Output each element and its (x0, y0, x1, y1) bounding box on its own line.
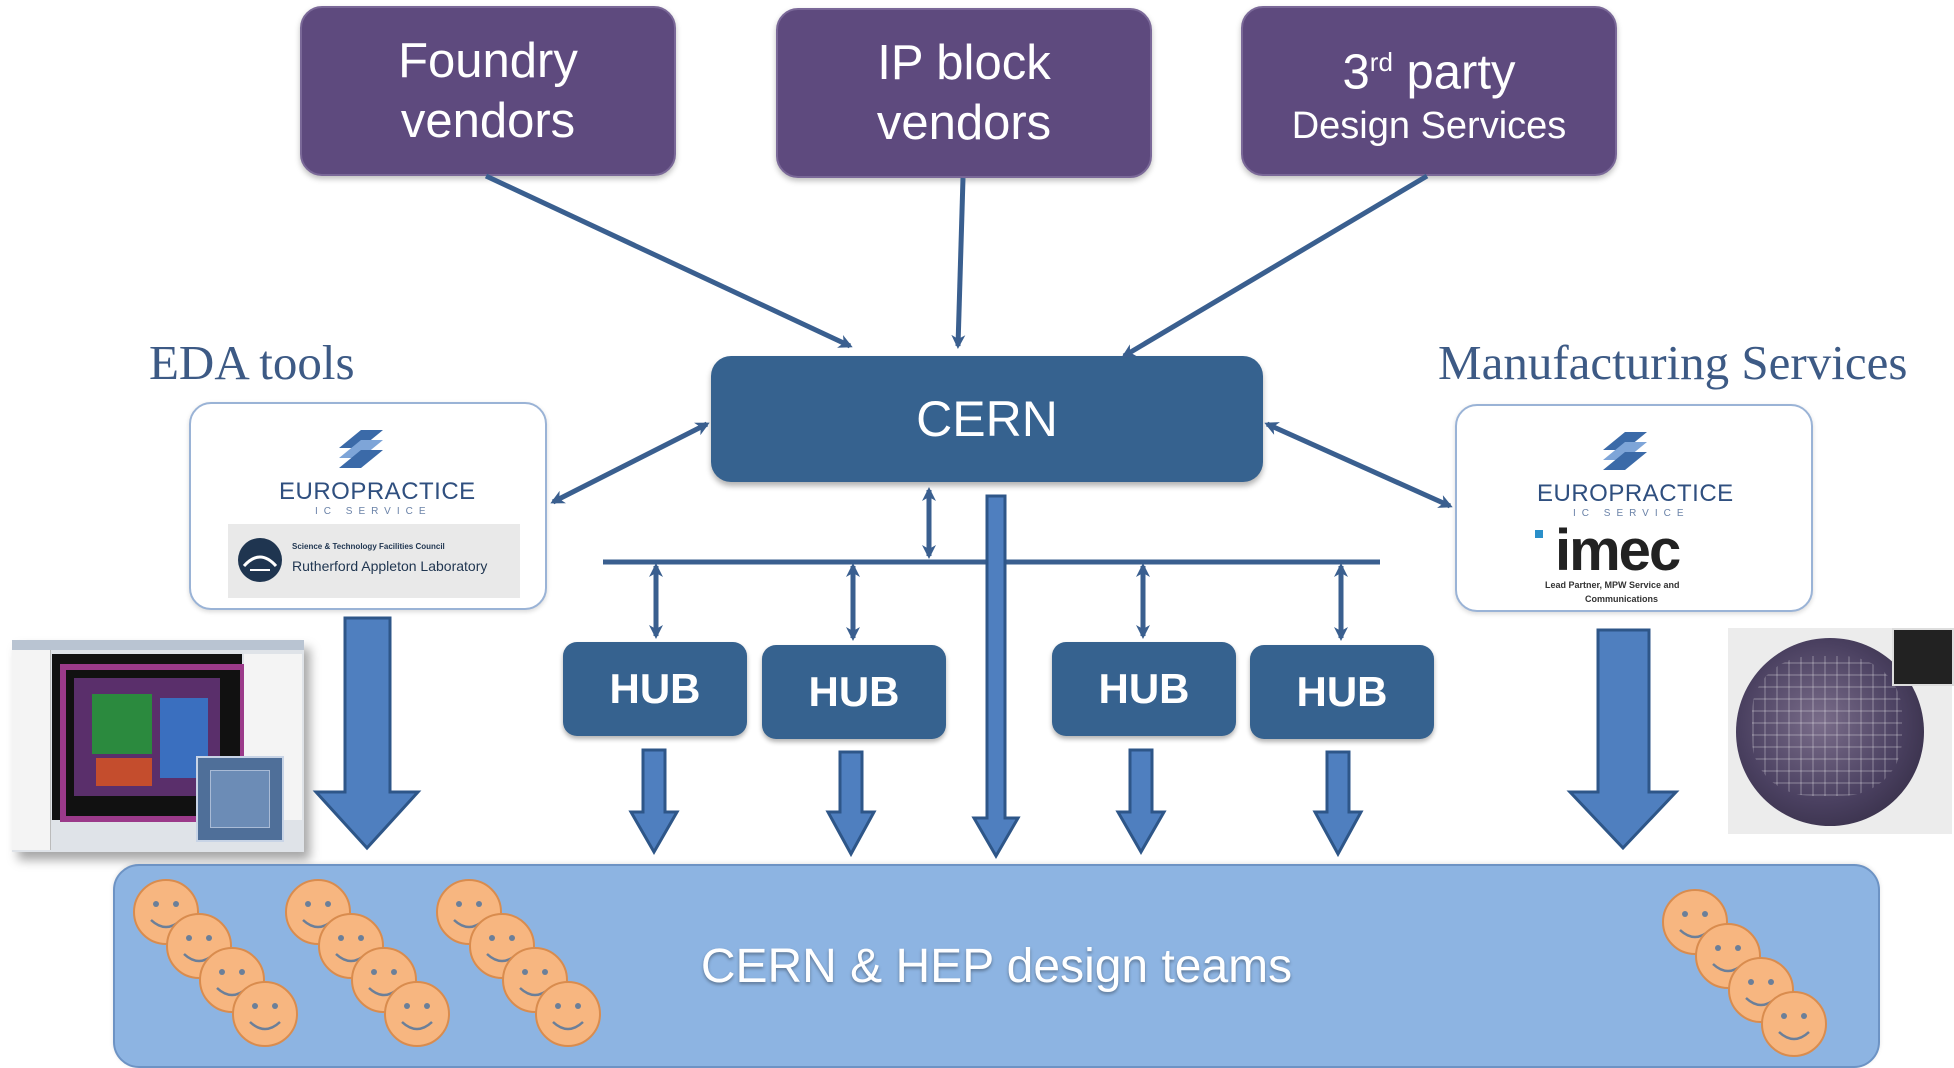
hub-label: HUB (609, 665, 701, 712)
hub-label: HUB (1098, 665, 1190, 712)
imec-sub2: Communications (1585, 594, 1659, 604)
europractice-wordmark: EUROPRACTICE (279, 478, 476, 505)
third-party-num: 3 (1342, 45, 1370, 100)
ral-logo: Science & Technology Facilities Council … (228, 524, 520, 598)
manufacturing-cern-arrow (1264, 421, 1453, 509)
stfc-emblem-icon (238, 538, 282, 582)
manufacturing-down-block-arrow (1566, 628, 1680, 851)
hub-label: HUB (1296, 668, 1388, 715)
face-group-3 (435, 878, 602, 1048)
ip-block-line2: vendors (876, 96, 1052, 150)
eda-tools-logo-box: EUROPRACTICE IC SERVICE Science & Techno… (189, 402, 547, 610)
ral-line2: Rutherford Appleton Laboratory (292, 558, 488, 574)
cern-box: CERN (711, 356, 1263, 482)
wafer-photo (1728, 628, 1954, 834)
hub-label: HUB (808, 668, 900, 715)
cern-label: CERN (916, 391, 1058, 447)
third-party-design-services-box: 3rd party Design Services (1241, 6, 1617, 176)
ip-block-line1: IP block (877, 36, 1051, 90)
foundry-to-cern-arrow (484, 173, 853, 349)
foundry-line2: vendors (400, 94, 576, 148)
hub-box-2: HUB (762, 645, 946, 739)
hub4-down-arrow (1312, 750, 1364, 858)
europractice-subtitle: IC SERVICE (315, 506, 432, 517)
ipblock-to-cern-arrow (951, 177, 966, 349)
hub-box-3: HUB (1052, 642, 1236, 736)
eda-down-block-arrow (312, 616, 422, 851)
hub1-down-arrow (628, 748, 680, 856)
europractice-logo-icon (339, 430, 383, 468)
manufacturing-services-label: Manufacturing Services (1438, 335, 1908, 390)
imec-dot-icon (1535, 530, 1543, 538)
eda-cern-arrow (550, 421, 710, 505)
face-group-1 (132, 878, 299, 1048)
europractice-logo-icon (1603, 432, 1647, 470)
manufacturing-logo-box: EUROPRACTICE IC SERVICE imec Lead Partne… (1455, 404, 1813, 612)
design-teams-label: CERN & HEP design teams (700, 939, 1293, 993)
third-party-line2: Design Services (1291, 105, 1567, 148)
eda-tools-label: EDA tools (149, 335, 355, 390)
imec-sub1: Lead Partner, MPW Service and (1545, 580, 1680, 590)
europractice-wordmark: EUROPRACTICE (1537, 480, 1734, 507)
europractice-subtitle: IC SERVICE (1573, 508, 1690, 519)
foundry-vendors-box: Foundry vendors (300, 6, 676, 176)
hub2-down-arrow (825, 750, 877, 858)
face-group-2 (284, 878, 451, 1048)
imec-wordmark: imec (1555, 518, 1681, 583)
face-group-4 (1661, 888, 1828, 1058)
chip-die-photo (196, 756, 284, 842)
third-party-line1: 3rd party (1343, 32, 1516, 102)
eda-layout-screenshot (12, 640, 304, 852)
hub3-down-arrow (1115, 748, 1167, 856)
ip-block-vendors-box: IP block vendors (776, 8, 1152, 178)
third-party-rest: party (1392, 45, 1516, 100)
cern-direct-down-arrow (971, 494, 1021, 859)
thirdparty-to-cern-arrow (1121, 173, 1429, 359)
hub-box-4: HUB (1250, 645, 1434, 739)
foundry-line1: Foundry (398, 34, 578, 88)
ral-line1: Science & Technology Facilities Council (292, 542, 445, 551)
third-party-sup: rd (1369, 46, 1393, 77)
hub-box-1: HUB (563, 642, 747, 736)
